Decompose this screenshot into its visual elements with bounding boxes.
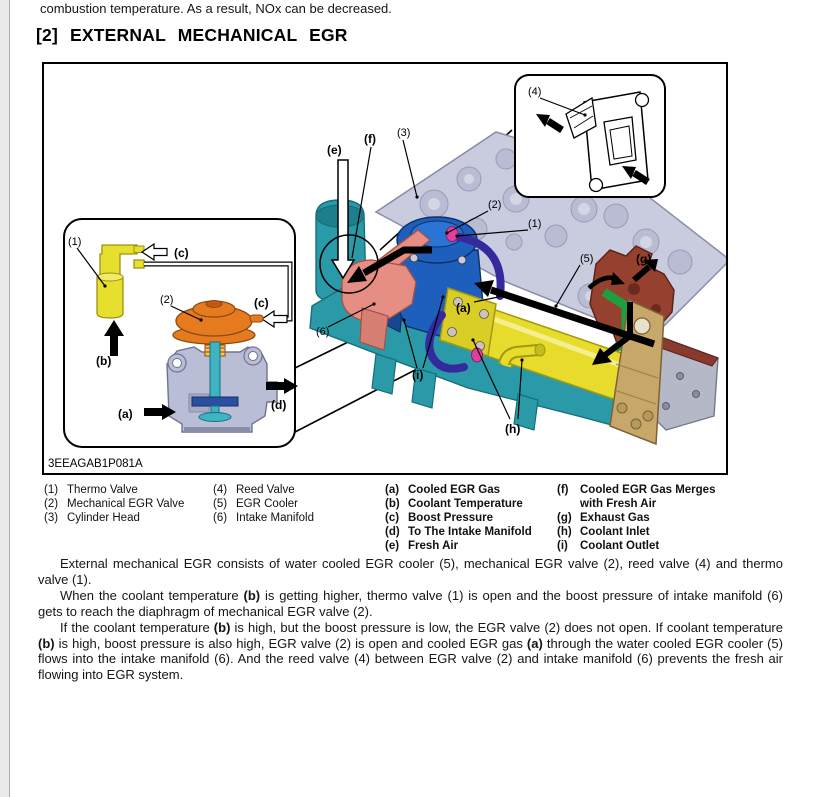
flange-bracket — [609, 298, 665, 446]
callout-3: (3) — [397, 127, 410, 139]
body-paragraph: When the coolant temperature (b) is gett… — [38, 587, 783, 619]
legend-item: (2)Mechanical EGR Valve — [44, 498, 185, 510]
legend-item: (c)Boost Pressure — [385, 512, 494, 524]
legend-item: (d)To The Intake Manifold — [385, 526, 532, 538]
boost-arrow-top — [140, 242, 168, 262]
callout-a: (a) — [456, 301, 471, 315]
callout-2-inset: (2) — [160, 294, 173, 306]
callout-i: (i) — [412, 368, 423, 382]
body-text: External mechanical EGR consists of wate… — [38, 556, 783, 683]
callout-5: (5) — [580, 253, 593, 265]
legend-item: (g)Exhaust Gas — [557, 512, 650, 524]
callout-f: (f) — [364, 132, 376, 146]
callout-1: (1) — [528, 218, 541, 230]
callout-b: (b) — [96, 354, 111, 368]
callout-a-inset: (a) — [118, 407, 133, 421]
reed-valve-inset: (4) — [514, 74, 666, 198]
main-callouts: (e) (f) (3) (2) (1) (5) (g) (6) (a) (i) … — [316, 127, 651, 436]
hose-clamps — [445, 226, 483, 363]
legend-item-wrap: with Fresh Air — [580, 498, 657, 510]
legend-column-3: (a)Cooled EGR Gas (b)Coolant Temperature (… — [385, 483, 532, 553]
callout-2: (2) — [488, 199, 501, 211]
coolant-hoses — [425, 232, 505, 373]
legend-item: (i)Coolant Outlet — [557, 540, 660, 552]
legend-item: (a)Cooled EGR Gas — [385, 484, 501, 496]
callout-e: (e) — [327, 143, 342, 157]
valve-detail-inset: (1) (2) (c) (c) (b) (a) (d) — [63, 218, 298, 448]
callout-4: (4) — [528, 86, 541, 98]
legend-column-1: (1)Thermo Valve (2)Mechanical EGR Valve (3… — [44, 483, 184, 525]
callout-d: (d) — [271, 398, 286, 412]
flow-arrows — [347, 246, 658, 365]
callout-6: (6) — [316, 326, 329, 338]
egr-diagram: (4) — [48, 74, 726, 470]
callout-h: (h) — [505, 422, 520, 436]
legend-item: (4)Reed Valve — [213, 484, 295, 496]
merge-zone-circle — [319, 234, 379, 294]
main-leader-lines — [327, 139, 581, 420]
callout-c-top: (c) — [174, 246, 189, 260]
callout-1-inset: (1) — [68, 236, 81, 248]
legend-item: (5)EGR Cooler — [213, 498, 298, 510]
section-heading: [2] EXTERNAL MECHANICAL EGR — [36, 25, 348, 45]
callout-c-side: (c) — [254, 296, 269, 310]
legend-item: (f)Cooled EGR Gas Merges — [557, 484, 716, 496]
callout-g: (g) — [636, 252, 651, 266]
fresh-air-arrow — [330, 159, 356, 280]
boost-arrow-side — [260, 309, 288, 329]
thermo-valve — [96, 244, 145, 319]
egr-cooler — [439, 287, 637, 403]
figure-code: 3EEAGAB1P081A — [48, 458, 143, 470]
legend-item: (h)Coolant Inlet — [557, 526, 650, 538]
figure-legend: (1)Thermo Valve (2)Mechanical EGR Valve (3… — [42, 483, 782, 555]
legend-column-2: (4)Reed Valve (5)EGR Cooler (6)Intake Mani… — [213, 483, 314, 525]
figure-frame: (4) — [42, 62, 728, 475]
legend-item: (b)Coolant Temperature — [385, 498, 523, 510]
legend-item: (6)Intake Manifold — [213, 512, 314, 524]
inset-flow-arrows — [104, 320, 298, 420]
legend-item: (3)Cylinder Head — [44, 512, 140, 524]
body-paragraph: If the coolant temperature (b) is high, … — [38, 619, 783, 683]
page-edge — [0, 0, 10, 797]
body-paragraph: External mechanical EGR consists of wate… — [38, 556, 783, 587]
legend-column-4: (f)Cooled EGR Gas Merges with Fresh Air (g… — [557, 483, 715, 553]
legend-item: (e)Fresh Air — [385, 540, 459, 552]
intro-text-line: combustion temperature. As a result, NOx… — [40, 1, 392, 16]
legend-item: (1)Thermo Valve — [44, 484, 138, 496]
mechanical-egr-valve-section — [166, 300, 278, 433]
